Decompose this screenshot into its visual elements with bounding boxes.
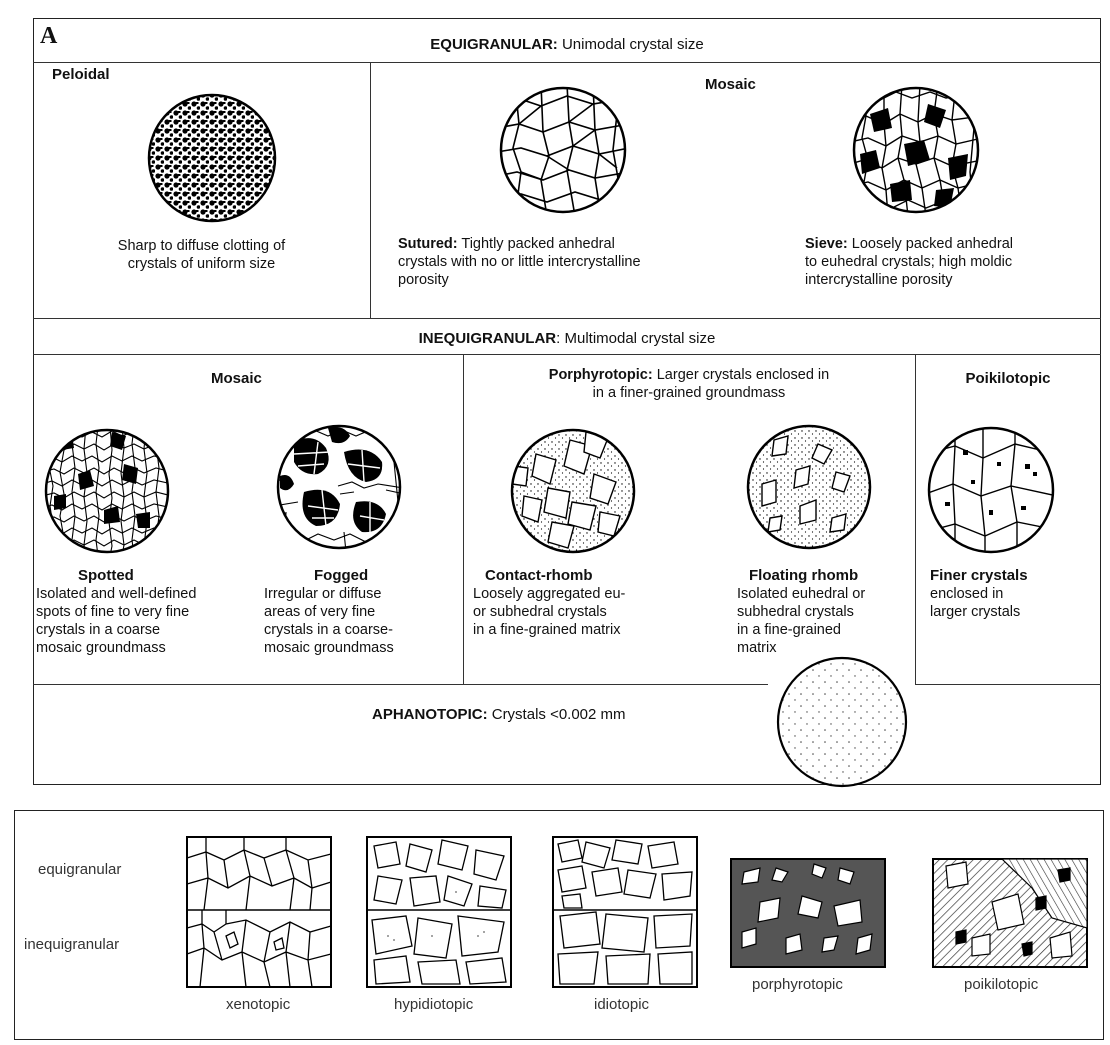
col-label-xenotopic: xenotopic	[226, 996, 290, 1013]
mosaic-label-equigranular: Mosaic	[705, 76, 756, 93]
xenotopic-texture	[186, 836, 332, 988]
idiotopic-texture	[552, 836, 698, 988]
row-label-inequigranular: inequigranular	[24, 936, 119, 953]
finer-crystals-caption: Finer crystals enclosed in larger crysta…	[930, 567, 1100, 621]
sieve-caption: Sieve: Loosely packed anhedral to euhedr…	[805, 235, 1101, 289]
mosaic-label-inequigranular: Mosaic	[211, 370, 262, 387]
col-label-poikilotopic: poikilotopic	[964, 976, 1038, 993]
poikilotopic-texture	[932, 858, 1088, 968]
spotted-caption: Spotted Isolated and well-defined spots …	[36, 567, 261, 657]
porphyrotopic-caption: Porphyrotopic: Larger crystals enclosed …	[463, 366, 915, 402]
inequigranular-title: INEQUIGRANULAR	[419, 330, 557, 347]
peloidal-label: Peloidal	[52, 66, 110, 83]
peloidal-caption: Sharp to diffuse clotting of crystals of…	[33, 237, 370, 273]
equigranular-title: EQUIGRANULAR:	[430, 36, 558, 53]
contact-rhomb-caption: Contact-rhomb Loosely aggregated eu- or …	[473, 567, 723, 639]
spotted-circle	[42, 426, 172, 556]
floating-rhomb-circle	[744, 422, 874, 552]
poikilotopic-label-a: Poikilotopic	[915, 370, 1101, 387]
equigranular-header: EQUIGRANULAR: Unimodal crystal size	[33, 36, 1101, 53]
sutured-mosaic-circle	[497, 84, 629, 216]
fogged-caption: Fogged Irregular or diffuse areas of ver…	[264, 567, 464, 657]
fogged-circle	[274, 422, 404, 552]
hypidiotopic-texture	[366, 836, 512, 988]
peloidal-circle	[146, 92, 278, 224]
finer-crystals-circle	[925, 424, 1057, 556]
porphyrotopic-texture	[730, 858, 886, 968]
sutured-caption: Sutured: Tightly packed anhedral crystal…	[398, 235, 758, 289]
contact-rhomb-circle	[508, 426, 638, 556]
sieve-mosaic-circle	[850, 84, 982, 216]
col-label-idiotopic: idiotopic	[594, 996, 649, 1013]
floating-rhomb-caption: Floating rhomb Isolated euhedral or subh…	[737, 567, 913, 657]
inequigranular-subtitle: : Multimodal crystal size	[556, 330, 715, 347]
aphanotopic-circle	[774, 654, 910, 790]
inequigranular-header: INEQUIGRANULAR: Multimodal crystal size	[33, 330, 1101, 347]
col-label-porphyrotopic: porphyrotopic	[752, 976, 843, 993]
row-label-equigranular: equigranular	[38, 861, 121, 878]
aphanotopic-label: APHANOTOPIC: Crystals <0.002 mm	[372, 706, 626, 723]
equigranular-subtitle: Unimodal crystal size	[562, 36, 704, 53]
col-label-hypidiotopic: hypidiotopic	[394, 996, 473, 1013]
